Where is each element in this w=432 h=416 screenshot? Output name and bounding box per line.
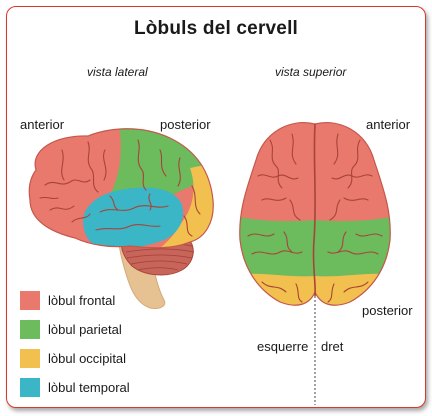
lateral-view-caption: vista lateral: [87, 65, 148, 79]
right-hemisphere-label: dret: [321, 339, 344, 354]
lateral-posterior-label: posterior: [160, 117, 211, 132]
legend-label-temporal: lòbul temporal: [48, 380, 130, 395]
legend-label-parietal: lòbul parietal: [48, 322, 122, 337]
lateral-temporal-lobe: [83, 187, 183, 248]
superior-posterior-label: posterior: [362, 303, 413, 318]
legend-swatch-parietal: [20, 320, 40, 339]
legend-label-occipital: lòbul occipital: [48, 351, 127, 366]
legend-item-temporal: lòbul temporal: [20, 373, 130, 402]
longitudinal-fissure: [312, 123, 316, 297]
diagram-title: Lòbuls del cervell: [133, 18, 299, 39]
lobe-legend: lòbul frontal lòbul parietal lòbul occip…: [20, 286, 130, 402]
legend-item-occipital: lòbul occipital: [20, 344, 130, 373]
superior-anterior-label: anterior: [366, 117, 411, 132]
legend-label-frontal: lòbul frontal: [48, 293, 116, 308]
lateral-anterior-label: anterior: [20, 117, 65, 132]
legend-item-frontal: lòbul frontal: [20, 286, 130, 315]
legend-swatch-occipital: [20, 349, 40, 368]
legend-swatch-frontal: [20, 291, 40, 310]
superior-view-caption: vista superior: [275, 65, 347, 79]
legend-swatch-temporal: [20, 378, 40, 397]
lateral-parietal-lobe: [110, 128, 214, 200]
legend-item-parietal: lòbul parietal: [20, 315, 130, 344]
left-hemisphere-label: esquerre: [257, 339, 309, 354]
